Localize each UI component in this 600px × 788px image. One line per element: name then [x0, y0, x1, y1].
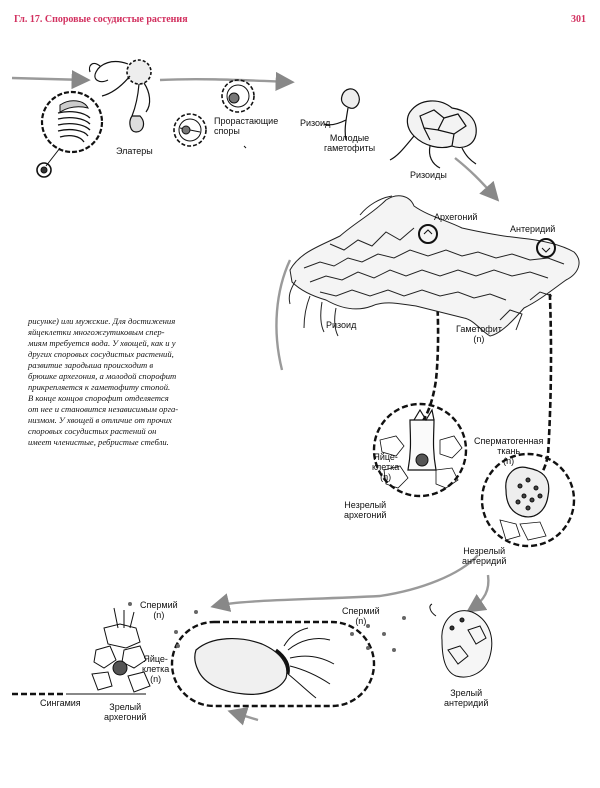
body-line: развитие зародыша происходит в: [28, 360, 154, 370]
label-rhizoids: Ризоиды: [410, 170, 447, 180]
label-spermatogenous-tissue-line1: Сперматогенная: [474, 436, 544, 446]
label-gametophyte-line1: Гаметофит: [456, 324, 502, 334]
label-mature-archegonium-line1: Зрелый: [109, 702, 142, 712]
gametophyte-mat: [288, 195, 580, 337]
label-sperm-right-line2: (n): [355, 616, 367, 626]
body-line: других споровых сосудистых растений,: [28, 349, 174, 359]
label-germinating-spores: Прорастающие споры: [214, 116, 278, 136]
mature-antheridium: [429, 603, 493, 678]
spore-with-elaters: [88, 59, 152, 133]
sporangium-circle: [36, 90, 104, 178]
label-syngamy: Сингамия: [40, 698, 81, 708]
mature-archegonium: [66, 607, 151, 695]
label-young-gametophytes-line2: гаметофиты: [324, 143, 376, 153]
label-egg-cell-line2: клетка: [372, 462, 400, 472]
label-mature-archegonium: Зрелый архегоний: [104, 702, 146, 722]
body-line: миям требуется вода. У хвощей, как и у: [28, 338, 176, 348]
label-germinating-spores-line1: Прорастающие: [214, 116, 279, 126]
body-line: имеет членистые, ребристые стебли.: [28, 437, 169, 447]
immature-antheridium-circle: [480, 452, 576, 548]
label-gametophyte: Гаметофит (n): [456, 324, 502, 344]
label-spermatogenous-tissue: Сперматогенная ткань (n): [474, 436, 543, 466]
running-header: Гл. 17. Споровые сосудистые растения: [14, 14, 188, 25]
label-spermatogenous-tissue-line2: ткань: [497, 446, 521, 456]
body-line: В конце концов спорофит отделяется: [28, 393, 169, 403]
label-egg-cell-line3: (n): [380, 472, 392, 482]
page-number: 301: [571, 14, 586, 25]
label-immature-archegonium: Незрелый архегоний: [344, 500, 386, 520]
label-immature-archegonium-line1: Незрелый: [344, 500, 387, 510]
label-egg-cell-line1: Яйце-: [373, 452, 398, 462]
label-egg-cell-bottom: Яйце- клетка (n): [142, 654, 169, 684]
sperm-cells: [128, 602, 406, 652]
label-sperm-left-line2: (n): [153, 610, 165, 620]
young-gametophyte-small: [323, 88, 360, 141]
label-immature-archegonium-line2: архегоний: [344, 510, 387, 520]
label-mature-antheridium-line1: Зрелый: [450, 688, 483, 698]
label-young-gametophytes: Молодые гаметофиты: [324, 133, 375, 153]
fertilization-oval: [170, 620, 376, 708]
label-rhizoid-bottom: Ризоид: [326, 320, 357, 330]
label-antheridium: Антеридий: [510, 224, 556, 234]
body-paragraph: рисунке) или мужские. Для достижения яйц…: [28, 316, 204, 448]
label-young-gametophytes-line1: Молодые: [329, 133, 370, 143]
label-sperm-right: Спермий (n): [342, 606, 380, 626]
label-elaters: Элатеры: [116, 146, 153, 156]
body-line: прикрепляется к гаметофиту стопой.: [28, 382, 171, 392]
label-mature-antheridium-line2: антеридий: [444, 698, 489, 708]
label-egg-cell: Яйце- клетка (n): [372, 452, 399, 482]
label-immature-antheridium-line2: антеридий: [462, 556, 507, 566]
label-mature-archegonium-line2: архегоний: [104, 712, 147, 722]
label-egg-cell-bottom-line1: Яйце-: [143, 654, 168, 664]
label-rhizoid-top: Ризоид: [300, 118, 331, 128]
body-line: низмом. У хвощей в отличие от прочих: [28, 415, 172, 425]
body-line: споровых сосудистых растений он: [28, 426, 157, 436]
germinating-spores: [173, 79, 255, 149]
immature-archegonium-circle: [372, 402, 468, 498]
label-egg-cell-bottom-line2: клетка: [142, 664, 170, 674]
body-line: от нее и становится независимым орга-: [28, 404, 179, 414]
body-line: рисунке) или мужские. Для достижения: [28, 316, 176, 326]
label-immature-antheridium: Незрелый антеридий: [462, 546, 506, 566]
label-germinating-spores-line2: споры: [214, 126, 240, 136]
label-sperm-left-line1: Спермий: [140, 600, 178, 610]
body-line: брюшке архегония, а молодой спорофит: [28, 371, 177, 381]
label-mature-antheridium: Зрелый антеридий: [444, 688, 488, 708]
young-gametophyte-large: [389, 100, 477, 169]
label-spermatogenous-tissue-line3: (n): [503, 456, 515, 466]
label-sperm-right-line1: Спермий: [342, 606, 380, 616]
label-archegonium: Архегоний: [434, 212, 478, 222]
label-sperm-left: Спермий (n): [140, 600, 178, 620]
label-egg-cell-bottom-line3: (n): [150, 674, 162, 684]
body-line: яйцеклетки многожгутиковым спер-: [28, 327, 165, 337]
label-gametophyte-line2: (n): [473, 334, 485, 344]
cycle-arrows: [11, 70, 500, 726]
label-immature-antheridium-line1: Незрелый: [463, 546, 506, 556]
